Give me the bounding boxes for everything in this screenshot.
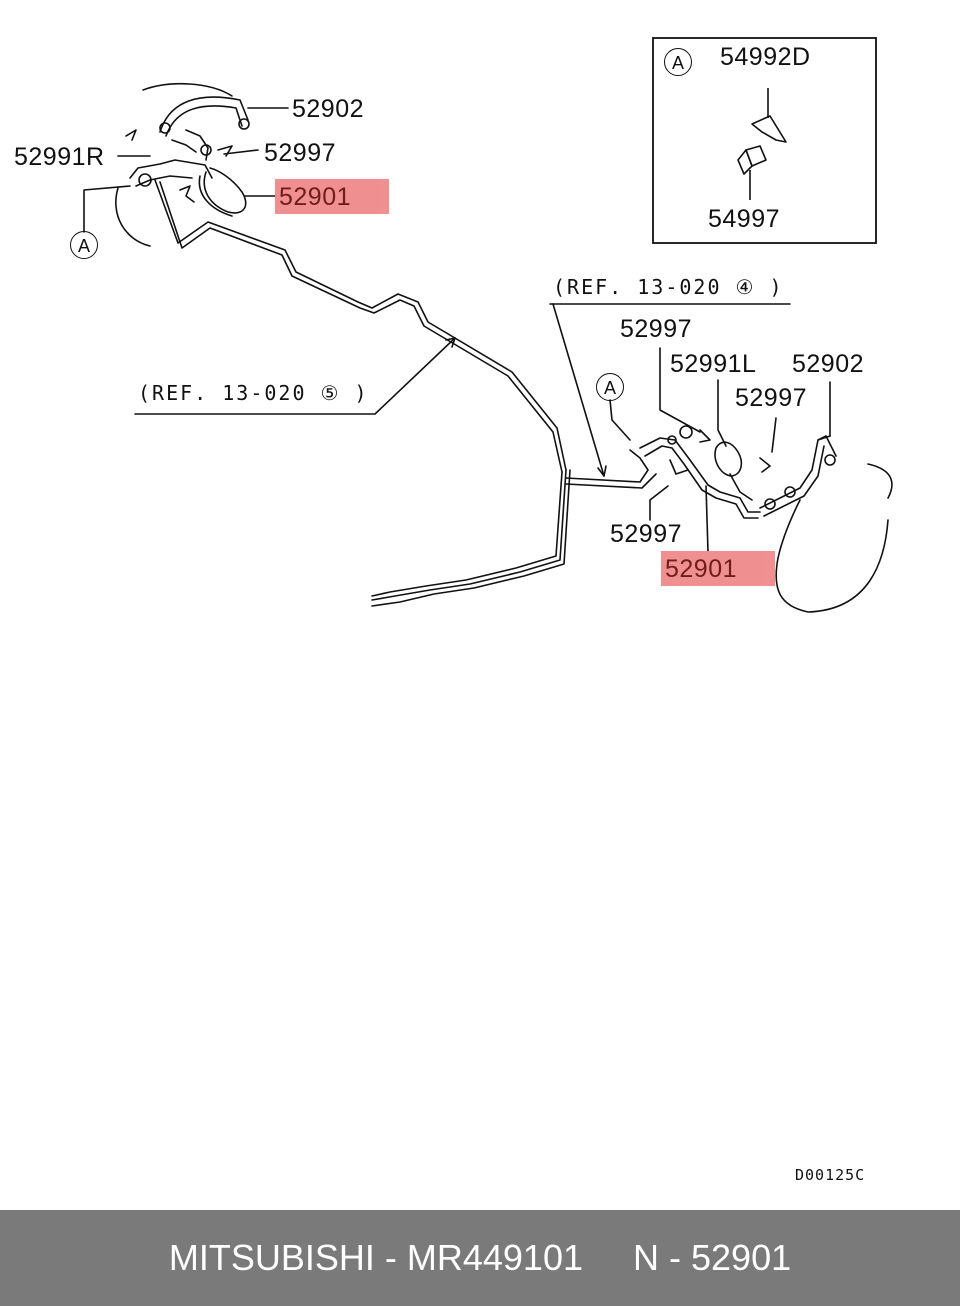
callout-a-mid: A <box>596 373 624 401</box>
label-52991r: 52991R <box>14 143 105 171</box>
parts-diagram: 52902 52991R 52997 52901 A (REF. 13-020 … <box>14 37 893 1184</box>
label-52997-top: 52997 <box>264 139 337 167</box>
label-52991l: 52991L <box>670 350 757 378</box>
label-52997-low: 52997 <box>610 520 683 548</box>
highlight-52901-low: 52901 <box>661 551 775 586</box>
label-52997-mid: 52997 <box>620 315 693 343</box>
detail-inset-frame <box>652 37 877 244</box>
label-52901-low: 52901 <box>665 555 738 583</box>
footer-bar: MITSUBISHI - MR449101 N - 52901 <box>0 1210 960 1306</box>
inset-label-54997: 54997 <box>708 205 781 233</box>
inset-callout-a: A <box>664 48 692 76</box>
highlight-52901-top: 52901 <box>275 179 389 214</box>
ref-13-020-5: (REF. 13-020 ⑤ ) <box>138 381 369 405</box>
label-52997-right: 52997 <box>735 384 808 412</box>
left-wheel-outline <box>115 187 151 247</box>
callout-a-left: A <box>70 231 98 259</box>
clip-54992d-shape <box>751 115 787 143</box>
inset-label-54992d: 54992D <box>720 43 811 71</box>
part-number-caption: MITSUBISHI - MR449101 N - 52901 <box>168 1237 792 1278</box>
ref-13-020-4: (REF. 13-020 ④ ) <box>553 275 784 299</box>
label-52901-top: 52901 <box>279 183 352 211</box>
diagram-code: D00125C <box>795 1166 866 1184</box>
label-52902-right: 52902 <box>792 350 865 378</box>
label-52902-top: 52902 <box>292 95 365 123</box>
brake-line-drawing <box>83 37 893 613</box>
